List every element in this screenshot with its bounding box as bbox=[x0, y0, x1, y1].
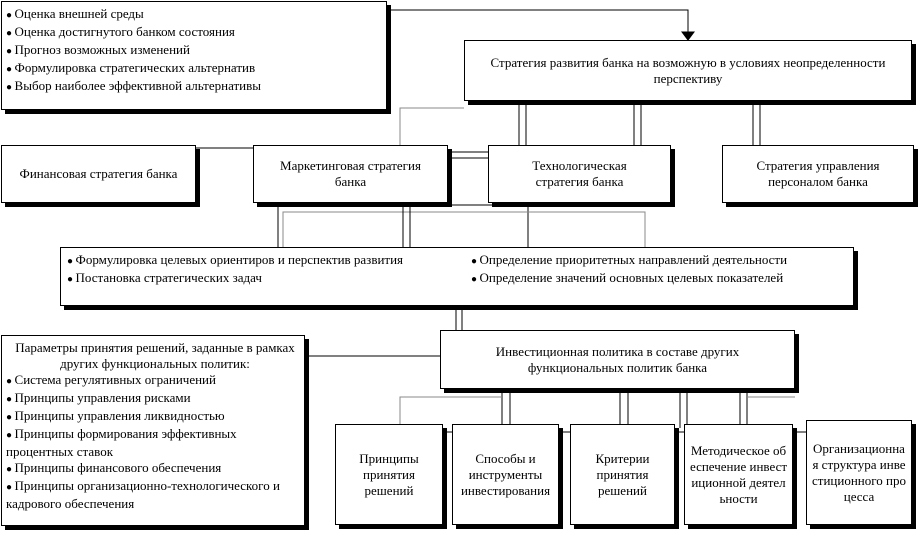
analysis-item: Прогноз возможных изменений bbox=[6, 42, 382, 60]
analysis-box: Оценка внешней среды Оценка достигнутого… bbox=[1, 1, 387, 110]
investment-policy-box: Инвестиционная политика в составе других… bbox=[440, 330, 795, 389]
params-item: Принципы организационно-технологического… bbox=[6, 478, 300, 512]
criteria-box: Критерии принятия решений bbox=[570, 424, 675, 525]
params-item: Система регулятивных ограничений bbox=[6, 372, 300, 390]
marketing-strategy-label: Маркетинговая стратегия банка bbox=[280, 158, 421, 189]
personnel-strategy-box: Стратегия управления персоналом банка bbox=[722, 145, 914, 203]
goals-item: Определение приоритетных направлений дея… bbox=[471, 252, 788, 270]
params-item: Принципы финансового обеспечения bbox=[6, 460, 300, 478]
finance-strategy-label: Финансовая стратегия банка bbox=[19, 166, 178, 181]
organization-label: Организационная структура инвестиционног… bbox=[812, 440, 906, 504]
methods-box: Способы и инструменты инвестирования bbox=[452, 424, 559, 525]
personnel-strategy-label: Стратегия управления персоналом банка bbox=[756, 158, 880, 189]
criteria-label: Критерии принятия решений bbox=[595, 450, 650, 498]
params-box: Параметры принятия решений, заданные в р… bbox=[1, 335, 305, 526]
params-item: Принципы формирования эффективных процен… bbox=[6, 426, 300, 460]
principles-label: Принципы принятия решений bbox=[359, 450, 419, 498]
params-item: Принципы управления ликвидностью bbox=[6, 408, 300, 426]
analysis-item: Оценка внешней среды bbox=[6, 6, 382, 24]
params-item: Принципы управления рисками bbox=[6, 390, 300, 408]
methodical-box: Методическое обеспечение инвестиционной … bbox=[684, 424, 793, 525]
principles-box: Принципы принятия решений bbox=[335, 424, 443, 525]
analysis-item: Оценка достигнутого банком состояния bbox=[6, 24, 382, 42]
finance-strategy-box: Финансовая стратегия банка bbox=[1, 145, 196, 203]
goals-box: Формулировка целевых ориентиров и перспе… bbox=[60, 247, 854, 306]
marketing-strategy-box: Маркетинговая стратегия банка bbox=[253, 145, 448, 203]
strategy-box: Стратегия развития банка на возможную в … bbox=[464, 40, 912, 101]
investment-policy-title: Инвестиционная политика в составе других… bbox=[495, 343, 740, 375]
goals-item: Постановка стратегических задач bbox=[67, 270, 457, 288]
analysis-item: Формулировка стратегических альтернатив bbox=[6, 60, 382, 78]
goals-item: Определение значений основных целевых по… bbox=[471, 270, 787, 288]
technology-strategy-box: Технологическая стратегия банка bbox=[488, 145, 671, 203]
methodical-label: Методическое обеспечение инвестиционной … bbox=[689, 442, 788, 506]
organization-box: Организационная структура инвестиционног… bbox=[806, 420, 912, 525]
params-heading: Параметры принятия решений, заданные в р… bbox=[15, 340, 295, 371]
methods-label: Способы и инструменты инвестирования bbox=[460, 450, 551, 498]
goals-item: Формулировка целевых ориентиров и перспе… bbox=[67, 252, 457, 270]
technology-strategy-label: Технологическая стратегия банка bbox=[532, 158, 627, 189]
strategy-title: Стратегия развития банка на возможную в … bbox=[490, 54, 886, 86]
analysis-item: Выбор наиболее эффективной альтернативы bbox=[6, 78, 382, 96]
